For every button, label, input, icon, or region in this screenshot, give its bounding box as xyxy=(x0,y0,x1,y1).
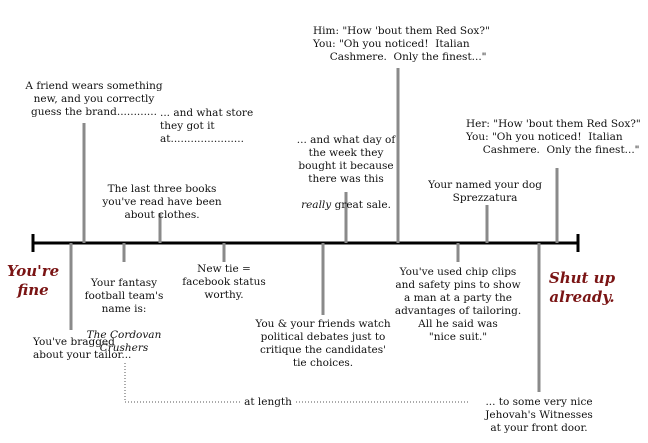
label-tailor: You've bragged about your tailor... xyxy=(33,336,132,361)
label-store: ... and what store they got it at.......… xyxy=(160,107,254,145)
label-her: Her: "How 'bout them Red Sox?" You: "Oh … xyxy=(466,118,641,156)
label-fantasy-text: Your fantasy football team's name is: xyxy=(84,277,164,315)
right-end-label: Shut up already. xyxy=(548,269,616,306)
label-chipclips: You've used chip clips and safety pins t… xyxy=(394,266,522,343)
label-day-text: ... and what day of the week they bought… xyxy=(296,134,396,185)
label-jehovah: ... to some very nice Jehovah's Witnesse… xyxy=(485,396,593,434)
label-fantasy: Your fantasy football team's name is: Th… xyxy=(78,264,170,355)
label-dog: Your named your dog Sprezzatura xyxy=(428,179,542,204)
label-day-end: great sale. xyxy=(331,199,391,211)
label-fantasy-team: The Cordovan Crushers xyxy=(86,329,162,354)
label-books: The last three books you've read have be… xyxy=(100,170,224,222)
label-day: ... and what day of the week they bought… xyxy=(290,121,402,212)
left-end-label: You're fine xyxy=(6,262,60,299)
label-him: Him: "How 'bout them Red Sox?" You: "Oh … xyxy=(313,25,490,63)
label-brand: A friend wears something new, and you co… xyxy=(25,80,163,118)
label-day-italic: really xyxy=(301,199,332,211)
label-debates: You & your friends watch political debat… xyxy=(255,318,391,369)
label-tie: New tie = facebook status worthy. xyxy=(182,263,266,301)
label-at-length: at length xyxy=(240,396,296,409)
at-length-connector xyxy=(124,363,240,403)
label-books-text: The last three books you've read have be… xyxy=(102,183,222,221)
